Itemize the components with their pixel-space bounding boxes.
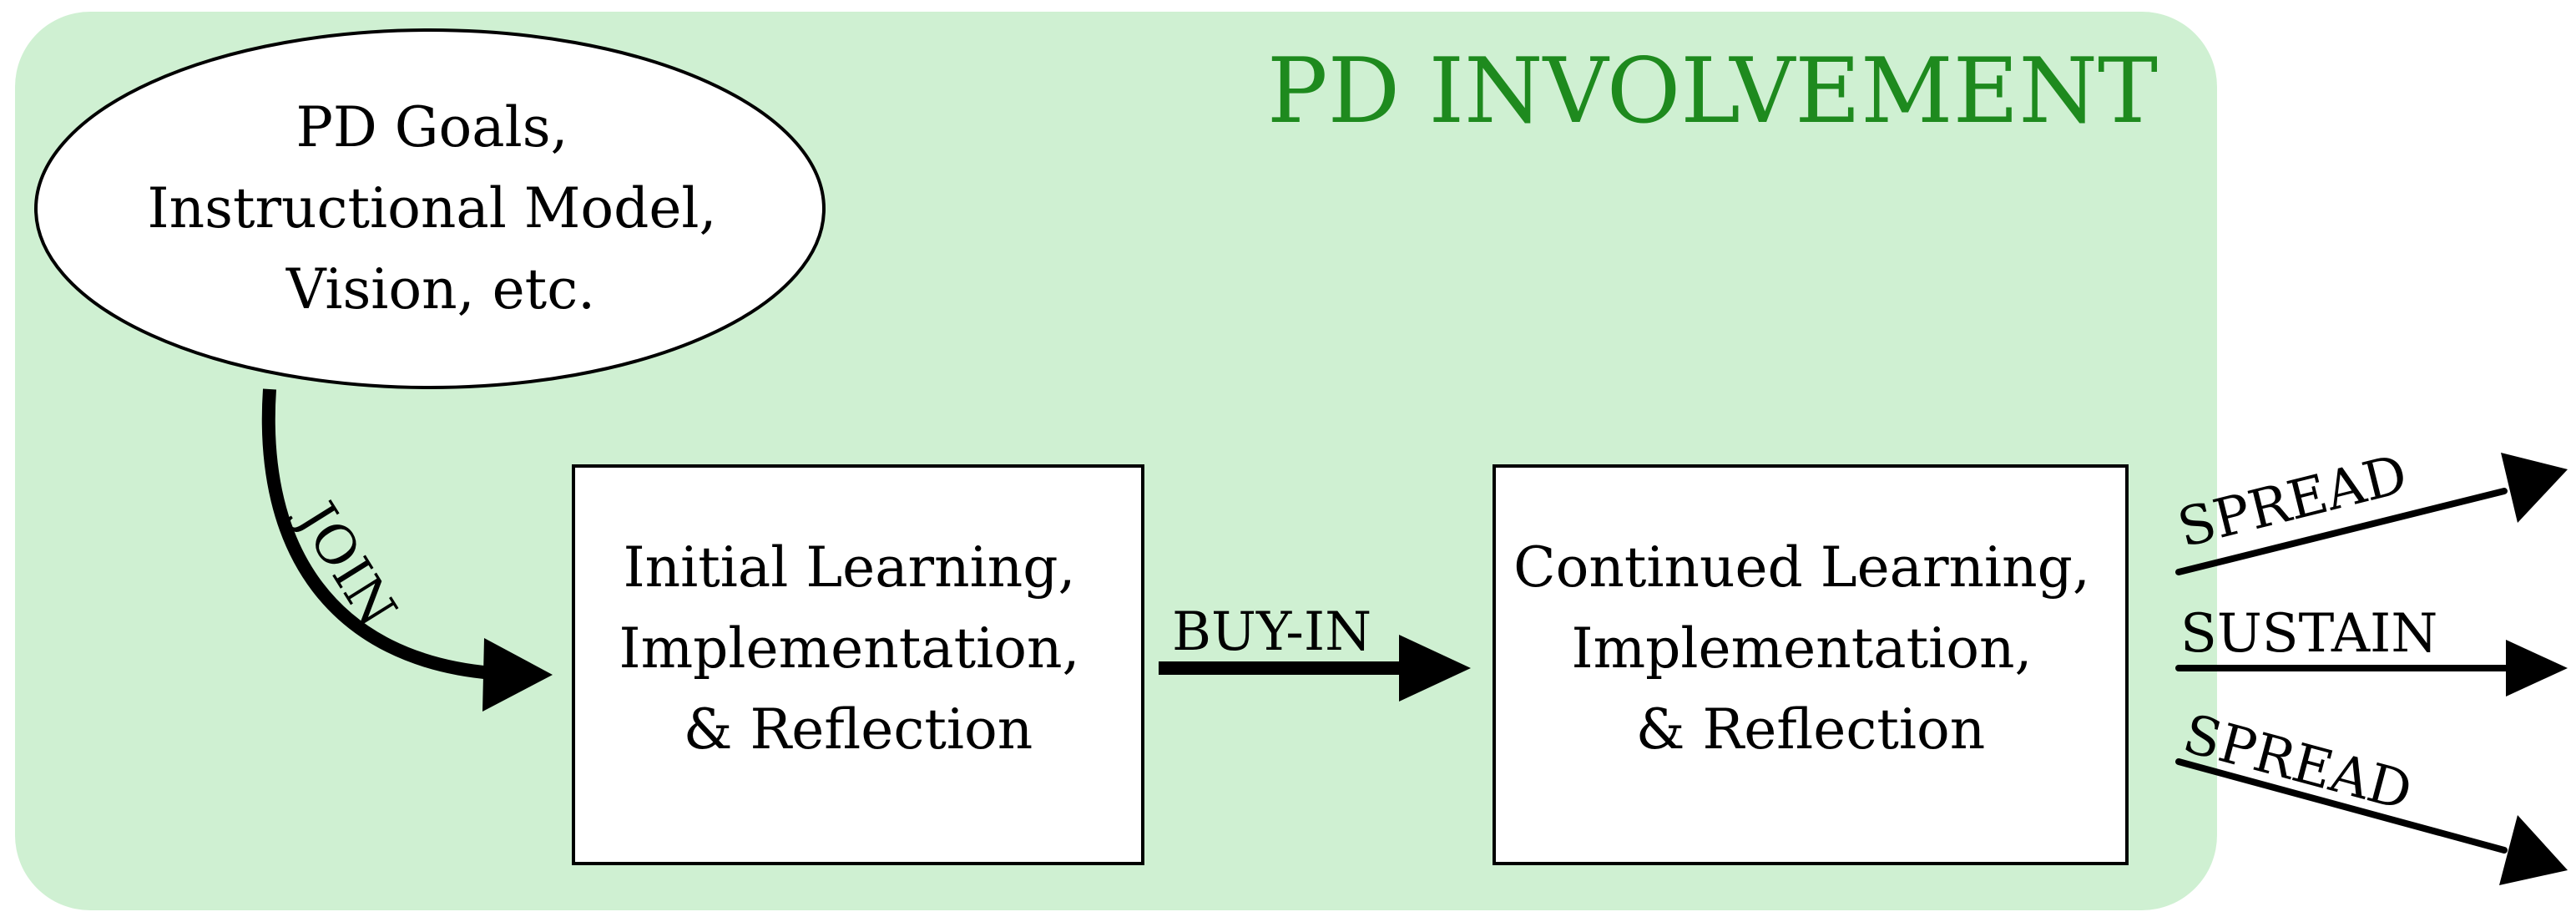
goals-node-text: PD Goals, Instructional Model, Vision, e… xyxy=(148,95,735,322)
spread-bottom-arrow xyxy=(2175,758,2508,854)
initial-line-1: Initial Learning, xyxy=(624,535,1076,600)
buy-in-label: BUY-IN xyxy=(1172,601,1371,663)
goals-node xyxy=(34,28,826,389)
sustain-label: SUSTAIN xyxy=(2180,603,2437,665)
spread-top-arrow xyxy=(2175,488,2508,575)
continued-learning-text: Continued Learning, Implementation, & Re… xyxy=(1513,535,2108,762)
continued-learning-node xyxy=(1493,464,2129,865)
join-arrow xyxy=(261,388,493,680)
goals-line-2: Instructional Model, xyxy=(148,176,717,241)
continued-line-2: Implementation, xyxy=(1572,616,2033,681)
goals-line-3: Vision, etc. xyxy=(285,257,595,322)
buy-in-arrowhead xyxy=(1399,635,1471,702)
initial-line-3: & Reflection xyxy=(684,697,1033,762)
sustain-arrowhead xyxy=(2506,640,2568,697)
spread-top-arrowhead xyxy=(2501,453,2568,523)
spread-bottom-arrowhead xyxy=(2499,815,2568,885)
initial-learning-node xyxy=(572,464,1144,865)
join-arrowhead xyxy=(482,638,553,712)
region-title: PD INVOLVEMENT xyxy=(1267,39,2158,144)
continued-line-3: & Reflection xyxy=(1636,697,1985,762)
initial-learning-text: Initial Learning, Implementation, & Refl… xyxy=(619,535,1098,762)
goals-line-1: PD Goals, xyxy=(295,95,568,160)
initial-line-2: Implementation, xyxy=(619,616,1080,681)
continued-line-1: Continued Learning, xyxy=(1513,535,2090,600)
